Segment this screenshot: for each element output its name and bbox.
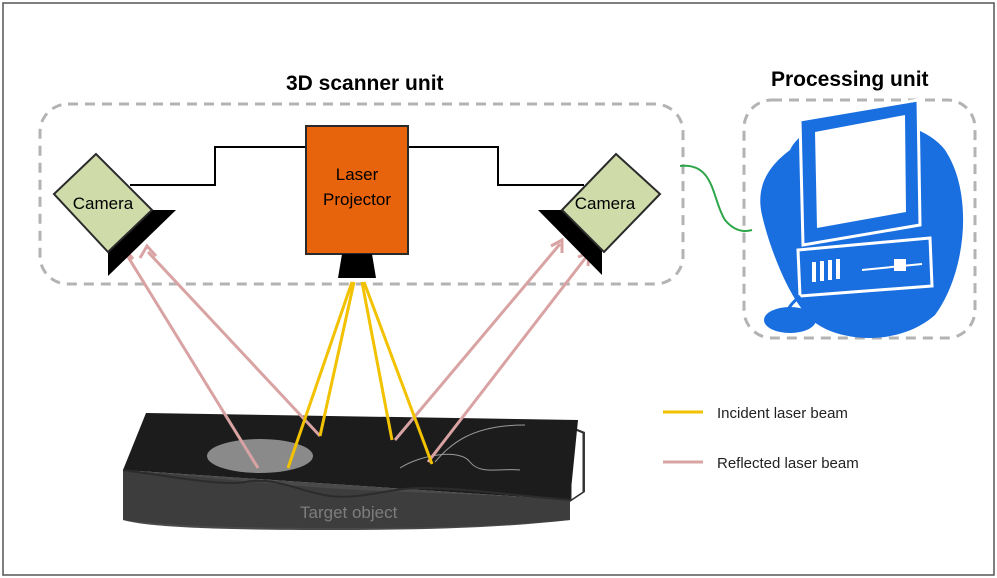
incident-beams — [286, 281, 434, 469]
reflected-beam — [146, 250, 322, 438]
processing-unit-box — [742, 98, 977, 340]
left-camera-lens — [108, 210, 176, 276]
reflected-beam — [123, 251, 260, 469]
right-camera-cable — [408, 146, 584, 186]
right-camera-lens — [538, 210, 602, 275]
legend-incident-label: Incident laser beam — [717, 405, 848, 422]
incident-beam — [286, 281, 354, 469]
legend-reflected-label: Reflected laser beam — [717, 455, 859, 472]
processing-unit-title: Processing unit — [771, 68, 929, 91]
incident-beam — [360, 281, 394, 441]
scan-spot — [207, 439, 313, 473]
left-camera-cable — [130, 146, 306, 186]
laser-projector: Laser Projector — [305, 125, 409, 278]
legend: Incident laser beam Reflected laser beam — [663, 405, 859, 472]
right-camera: Camera — [538, 152, 662, 275]
target-object: Target object — [122, 413, 585, 530]
projector-label-line2: Projector — [323, 190, 391, 209]
data-link-cable — [679, 164, 753, 232]
projector-label-line1: Laser — [336, 165, 379, 184]
left-camera: Camera — [52, 152, 176, 276]
arrowhead — [138, 243, 158, 259]
reflected-beam — [426, 255, 589, 463]
incident-beam — [318, 281, 356, 437]
reflected-beam — [393, 243, 562, 441]
right-camera-body — [560, 152, 662, 254]
arrowhead — [550, 237, 564, 253]
target-object-label: Target object — [300, 503, 398, 522]
reflected-beams — [115, 237, 591, 469]
incident-beam — [362, 281, 434, 465]
computer-icon — [760, 98, 964, 338]
left-camera-label: Camera — [73, 194, 134, 213]
projector-lens — [338, 254, 376, 278]
scanner-unit-title: 3D scanner unit — [286, 72, 444, 95]
right-camera-label: Camera — [575, 194, 636, 213]
left-camera-body — [52, 152, 154, 254]
projector-body — [305, 125, 409, 255]
